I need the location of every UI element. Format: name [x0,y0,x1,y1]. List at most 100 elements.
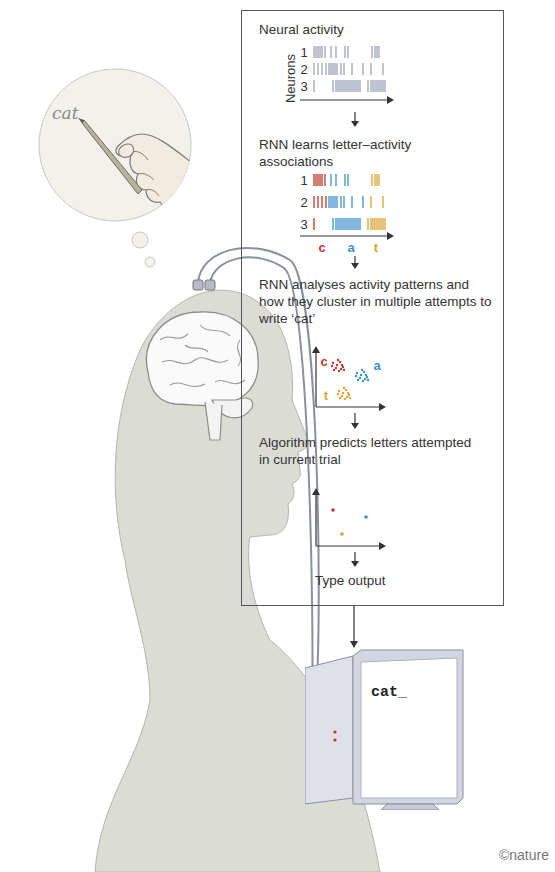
step-text: RNN learns letter–activity associations [259,136,474,170]
spike-tick [324,174,325,186]
spike-tick [332,196,333,208]
flow-arrow [350,606,358,648]
spike-tick [339,218,340,230]
spike-tick [343,218,344,230]
spike-tick [382,196,383,208]
spike-tick [340,63,341,75]
cluster-dot [340,368,342,370]
spike-tick [384,80,385,92]
thumb [119,144,134,157]
spike-tick [374,80,375,92]
arrow-line [353,606,354,642]
spike-tick [319,174,320,186]
spike-tick [334,196,335,208]
spike-tick [313,196,314,208]
spike-tick [337,80,338,92]
spike-tick [374,46,375,58]
spike-tick [343,63,344,75]
spike-tick [341,218,342,230]
spike-tick [374,218,375,230]
spike-tick [355,80,356,92]
bubble-outline [38,68,192,222]
cluster-dot [337,393,339,395]
step-text: Algorithm predicts letters attempted in … [259,434,474,468]
spike-tick [359,80,360,92]
spike-tick [330,196,331,208]
spike-tick [319,46,320,58]
cluster-dot [356,372,358,374]
spike-tick [374,174,375,186]
spike-tick [336,63,337,75]
step-text: RNN analyses activity patterns and how t… [259,276,497,327]
spike-tick [367,80,368,92]
spike-tick [376,218,377,230]
spike-tick [321,196,322,208]
bubble-circle [39,69,191,221]
spike-tick [380,218,381,230]
row-number: 2 [300,62,307,77]
monitor-stand [381,804,439,810]
spike-tick [359,218,360,230]
spike-tick [371,46,372,58]
spike-tick [376,174,377,186]
spike-tick [330,63,331,75]
cluster-dot [338,390,340,392]
step-text: Type output [315,572,465,589]
spike-tick [324,46,325,58]
letter-label: a [347,240,354,255]
letter-label: t [374,240,378,255]
spike-tick [339,80,340,92]
spike-tick [325,196,326,208]
spike-tick [382,218,383,230]
spike-tick [355,218,356,230]
monitor-outline [305,648,465,810]
spike-tick [351,196,352,208]
spike-tick [362,63,363,75]
spike-tick [332,218,333,230]
spike-tick [382,80,383,92]
cluster-dot [339,397,341,399]
spike-tick [378,218,379,230]
spike-tick [362,196,363,208]
spike-tick [347,174,348,186]
spike-tick [335,174,336,186]
spike-tick [345,218,346,230]
cluster-dot [343,369,345,371]
spike-tick [349,80,350,92]
spike-tick [328,63,329,75]
spike-tick [370,63,371,75]
spike-tick [336,196,337,208]
spike-tick [317,174,318,186]
cluster-dot [362,380,364,382]
thought-dot [132,232,148,248]
cluster-dot [365,374,367,376]
cluster-dot [346,396,348,398]
spike-tick [313,63,314,75]
cluster-dot [339,361,341,363]
cluster-dot [360,374,362,376]
power-light [333,738,336,741]
spike-tick [370,196,371,208]
axis-label: Neurons [283,53,298,102]
spike-tick [335,218,336,230]
spike-tick [315,46,316,58]
spike-tick [313,218,314,230]
spike-tick [313,80,314,92]
spike-tick [370,80,371,92]
spike-tick [345,80,346,92]
screen-text: cat_ [371,684,407,701]
spike-tick [325,63,326,75]
letter-label: t [324,388,328,403]
computer-monitor: cat_ [305,648,465,810]
cluster-dot [344,398,346,400]
spike-tick [378,80,379,92]
cluster-dot [367,379,369,381]
cluster-dot [331,365,333,367]
pen-tip [78,118,84,123]
spike-tick [328,196,329,208]
cluster-dot [361,369,363,371]
cluster-dot [359,377,361,379]
pen [82,120,142,194]
cluster-dot [364,378,366,380]
